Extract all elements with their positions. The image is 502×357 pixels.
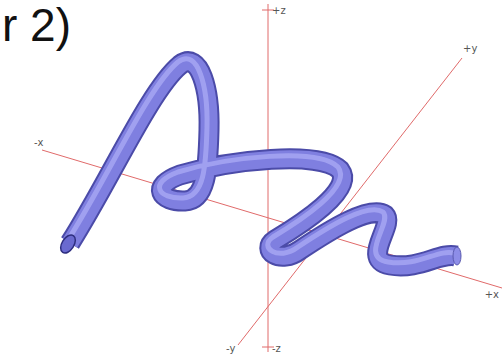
axis-label: +x [485,290,499,300]
y-axis [238,58,462,345]
axis-label: -x [34,138,44,148]
tube-body [70,62,456,266]
axis-label: +z [272,6,286,16]
tube-outline [70,62,456,266]
tube-end-cap [453,247,461,265]
axis-label: -y [226,344,235,354]
tube-highlight [68,59,454,263]
axis-label: +y [463,44,477,54]
slide-title: r 2) [2,2,71,48]
tube [68,59,456,266]
axes [42,4,502,352]
axis-label: -z [272,344,281,354]
tube-end-cap [58,232,79,255]
z-axis [268,4,269,352]
